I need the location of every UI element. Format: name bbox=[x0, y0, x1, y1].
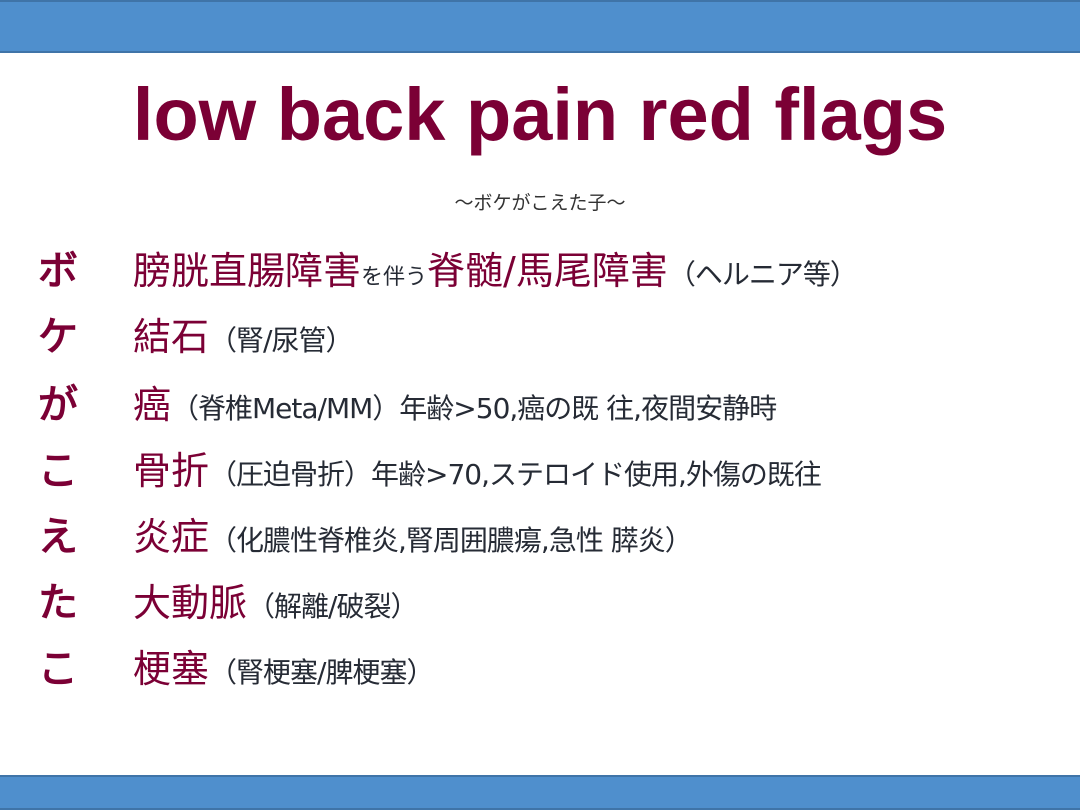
condition-2: 脊髄/馬尾障害 bbox=[427, 249, 668, 293]
list-item: ボ 膀胱直腸障害 を伴う 脊髄/馬尾障害 （ヘルニア等） bbox=[0, 238, 858, 304]
detail: （脊椎Meta/MM）年齢>50,癌の既 往,夜間安静時 bbox=[171, 392, 777, 425]
footer-bar bbox=[0, 775, 1080, 810]
connector: を伴う bbox=[361, 265, 428, 290]
condition: 梗塞 bbox=[133, 647, 210, 691]
list-item: た 大動脈 （解離/破裂） bbox=[0, 570, 418, 636]
condition: 大動脈 bbox=[133, 581, 248, 625]
mnemonic-key: が bbox=[38, 382, 78, 428]
detail: （ヘルニア等） bbox=[667, 258, 858, 291]
mnemonic-key: た bbox=[38, 580, 78, 626]
condition: 癌 bbox=[133, 383, 172, 427]
mnemonic-key: え bbox=[38, 514, 78, 560]
slide-subtitle: ～ボケがこえた子～ bbox=[454, 192, 626, 214]
mnemonic-key: こ bbox=[38, 448, 78, 494]
mnemonic-key: ボ bbox=[38, 248, 78, 294]
list-item: が 癌 （脊椎Meta/MM）年齢>50,癌の既 往,夜間安静時 bbox=[0, 372, 777, 438]
list-item: こ 梗塞 （腎梗塞/脾梗塞） bbox=[0, 636, 434, 702]
detail: （解離/破裂） bbox=[247, 590, 418, 623]
slide-title: low back pain red flags bbox=[132, 73, 948, 156]
list-item: こ 骨折 （圧迫骨折）年齢>70,ステロイド使用,外傷の既往 bbox=[0, 438, 822, 504]
header-bar bbox=[0, 0, 1080, 53]
mnemonic-key: こ bbox=[38, 646, 78, 692]
detail: （圧迫骨折）年齢>70,ステロイド使用,外傷の既往 bbox=[209, 458, 822, 491]
detail: （腎梗塞/脾梗塞） bbox=[209, 656, 434, 689]
condition: 結石 bbox=[133, 315, 210, 359]
detail: （化膿性脊椎炎,腎周囲膿瘍,急性 膵炎） bbox=[209, 524, 693, 557]
condition: 骨折 bbox=[133, 449, 210, 493]
condition: 膀胱直腸障害 bbox=[133, 249, 362, 293]
detail: （腎/尿管） bbox=[209, 324, 353, 357]
list-item: ケ 結石 （腎/尿管） bbox=[0, 304, 353, 370]
list-item: え 炎症 （化膿性脊椎炎,腎周囲膿瘍,急性 膵炎） bbox=[0, 504, 693, 570]
condition: 炎症 bbox=[133, 515, 210, 559]
mnemonic-key: ケ bbox=[38, 314, 78, 360]
